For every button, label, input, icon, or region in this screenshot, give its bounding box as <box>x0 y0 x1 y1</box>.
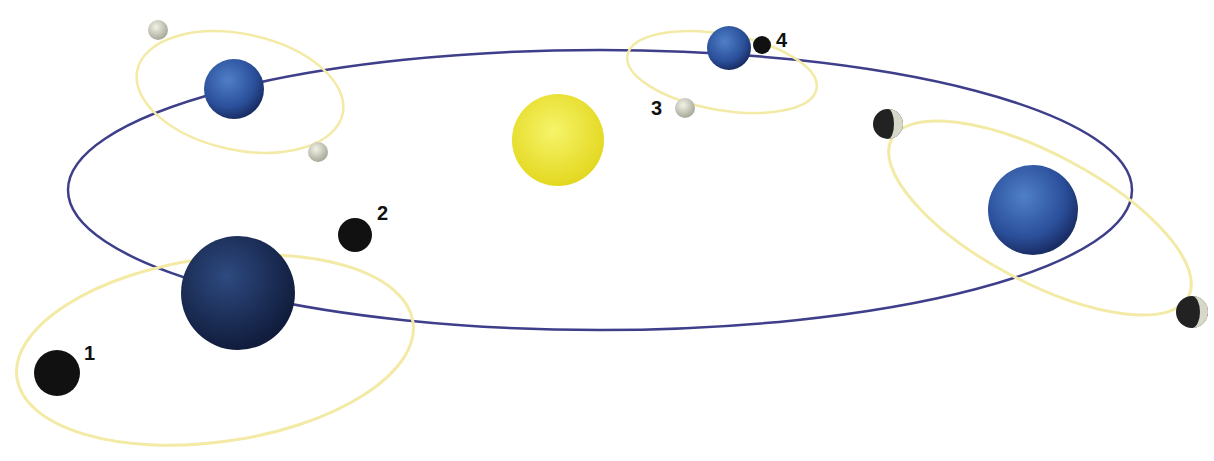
callout-number: 3 <box>651 98 662 118</box>
callout-number: 4 <box>776 30 787 50</box>
callout-number: 2 <box>377 203 388 223</box>
callout-number: 1 <box>84 343 95 363</box>
